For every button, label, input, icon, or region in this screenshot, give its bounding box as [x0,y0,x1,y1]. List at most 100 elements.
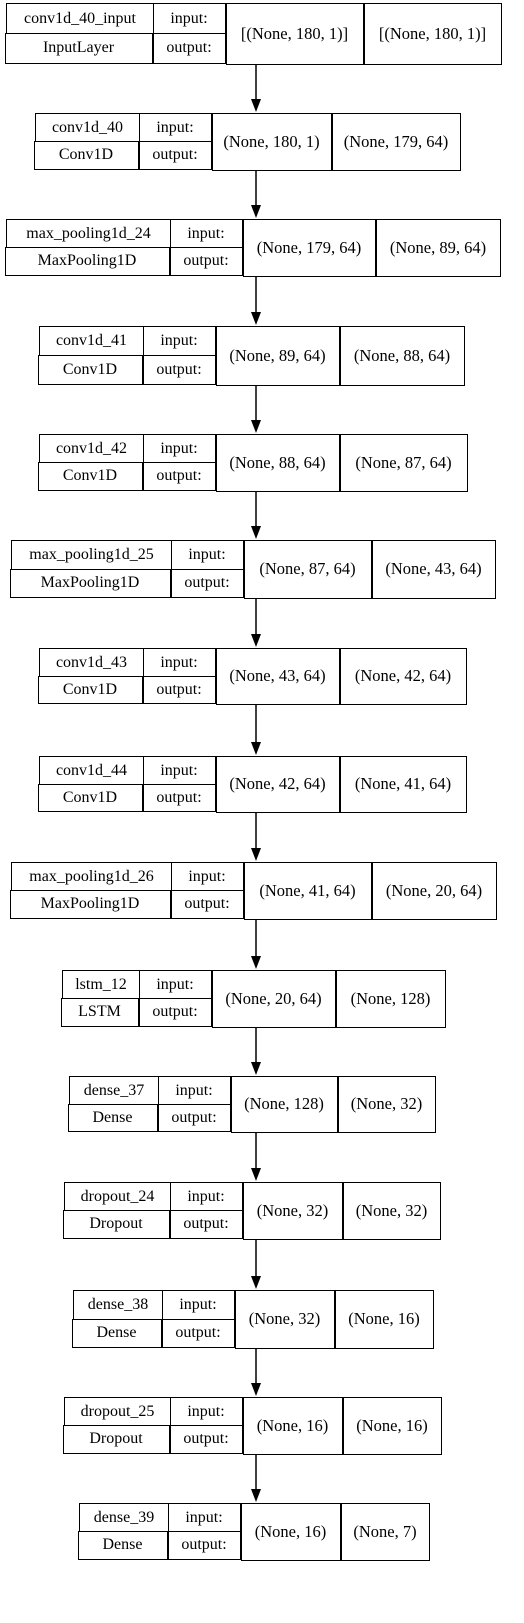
input-shape: (None, 20, 64) [211,970,336,1028]
layer-class: Conv1D [37,461,143,491]
arrow-head [251,1489,261,1502]
input-shape: (None, 41, 64) [243,862,372,920]
input-shape: [(None, 180, 1)] [225,3,364,65]
output-shape: (None, 43, 64) [371,540,496,599]
arrow-head [251,420,261,433]
input-label: input: [152,3,226,34]
layer-name: lstm_12 [62,970,140,999]
output-shape: (None, 42, 64) [339,648,467,705]
output-label: output: [161,1318,235,1348]
layer-class: Conv1D [37,783,143,812]
layer-name: max_pooling1d_25 [11,540,172,570]
arrow-head [251,742,261,755]
layer-name: dense_38 [73,1290,163,1320]
output-label: output: [169,246,243,276]
layer-class: Dense [71,1318,162,1348]
input-label: input: [169,1397,243,1426]
output-shape: (None, 179, 64) [331,113,461,171]
output-label: output: [138,997,212,1027]
layer-class: Conv1D [37,354,143,385]
arrow-head [251,205,261,218]
input-label: input: [169,219,243,248]
output-label: output: [142,461,216,491]
output-shape: (None, 88, 64) [339,326,465,386]
output-label: output: [169,1424,243,1454]
output-label: output: [142,675,216,704]
layer-class: InputLayer [4,32,153,64]
output-shape: (None, 41, 64) [339,756,467,813]
output-shape: (None, 7) [340,1503,430,1561]
layer-class: MaxPooling1D [4,246,170,276]
output-label: output: [167,1530,241,1560]
arrow-head [251,1168,261,1181]
output-shape: (None, 128) [335,970,446,1028]
input-label: input: [142,434,216,463]
layer-name: max_pooling1d_26 [11,862,172,891]
layer-class: Conv1D [33,140,139,170]
output-label: output: [170,568,244,598]
layer-name: conv1d_40_input [6,3,154,34]
input-label: input: [142,326,216,356]
output-shape: (None, 32) [337,1076,436,1133]
output-shape: (None, 16) [334,1290,434,1349]
layer-name: dropout_25 [64,1397,171,1426]
layer-class: Dense [77,1530,168,1560]
layer-class: Conv1D [37,675,143,704]
arrow-head [251,634,261,647]
output-label: output: [157,1103,231,1132]
arrow-head [251,312,261,325]
layer-class: MaxPooling1D [9,568,171,598]
layer-name: conv1d_44 [39,756,144,785]
output-shape: (None, 89, 64) [375,219,501,277]
arrow-head [251,848,261,861]
layer-class: Dropout [62,1209,170,1239]
layer-class: Dropout [62,1424,170,1454]
layer-class: MaxPooling1D [9,889,171,919]
layer-name: conv1d_43 [39,648,144,677]
input-label: input: [142,756,216,785]
layer-name: dense_37 [69,1076,159,1105]
input-label: input: [138,970,212,999]
layer-name: dropout_24 [64,1182,171,1211]
input-shape: (None, 43, 64) [215,648,340,705]
input-shape: (None, 88, 64) [215,434,340,492]
input-shape: (None, 16) [242,1397,343,1455]
input-shape: (None, 179, 64) [242,219,376,277]
output-shape: (None, 16) [342,1397,442,1455]
output-label: output: [170,889,244,919]
arrow-head [251,1383,261,1396]
output-label: output: [138,140,212,170]
layer-name: max_pooling1d_24 [6,219,171,248]
layer-name: conv1d_41 [39,326,144,356]
input-shape: (None, 180, 1) [211,113,332,171]
layer-name: conv1d_40 [35,113,140,142]
arrow-head [251,956,261,969]
input-label: input: [138,113,212,142]
output-label: output: [169,1209,243,1239]
input-label: input: [161,1290,235,1320]
input-shape: (None, 128) [230,1076,338,1133]
input-shape: (None, 87, 64) [243,540,372,599]
input-label: input: [169,1182,243,1211]
input-shape: (None, 42, 64) [215,756,340,813]
input-label: input: [167,1503,241,1532]
output-label: output: [152,32,226,64]
layer-class: LSTM [60,997,139,1027]
layer-class: Dense [67,1103,158,1132]
